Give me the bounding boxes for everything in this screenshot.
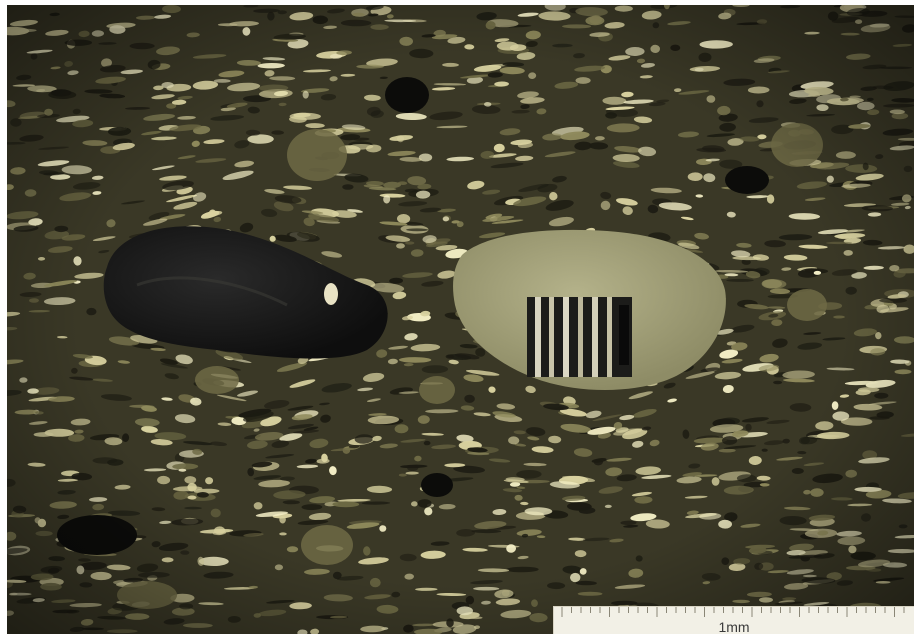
- thin-section-micrograph: [7, 5, 914, 634]
- micrograph-canvas: [7, 5, 914, 634]
- vignette-overlay: [7, 5, 914, 634]
- scale-ticks: [561, 607, 905, 617]
- scale-bar: 1mm: [553, 606, 914, 635]
- scale-bar-label: 1mm: [718, 619, 750, 635]
